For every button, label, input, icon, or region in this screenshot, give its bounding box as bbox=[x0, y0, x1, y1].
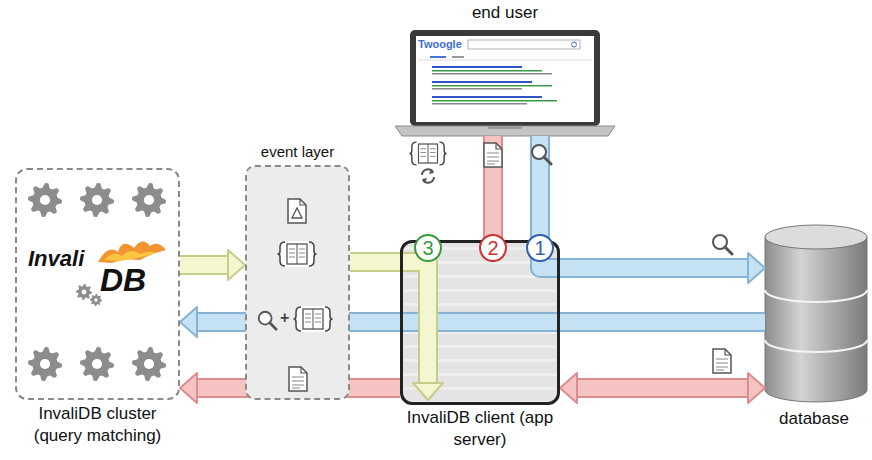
band-fill bbox=[575, 380, 750, 396]
node-outline bbox=[15, 168, 180, 400]
database-box: database bbox=[756, 222, 872, 440]
arrow-head bbox=[413, 383, 443, 400]
band-fill bbox=[180, 257, 230, 273]
gear bbox=[80, 183, 114, 217]
arrow-head bbox=[180, 307, 197, 337]
node-outline bbox=[765, 225, 868, 402]
band-fill bbox=[485, 136, 501, 240]
gear bbox=[132, 347, 166, 381]
screen-logo: Twoogle bbox=[418, 38, 462, 50]
band-outline bbox=[575, 378, 750, 398]
band-fill bbox=[350, 262, 428, 385]
band-fill bbox=[540, 136, 750, 268]
node-label: InvaliDB client (app server) bbox=[405, 407, 555, 451]
band-outline bbox=[180, 255, 230, 275]
node-outline bbox=[400, 240, 560, 405]
gear bbox=[28, 183, 62, 217]
gear-hole bbox=[144, 359, 154, 369]
gear bbox=[80, 347, 114, 381]
node-outline bbox=[245, 165, 350, 400]
arrow-head bbox=[748, 253, 765, 283]
arrow-head bbox=[748, 373, 765, 403]
band-outline bbox=[483, 136, 503, 240]
logo-flames bbox=[104, 251, 156, 261]
client-box: InvaliDB client (app server) bbox=[390, 238, 570, 453]
logo-text: DB bbox=[100, 262, 146, 299]
band-outline bbox=[540, 136, 750, 268]
end-user-laptop: end user bbox=[395, 0, 615, 137]
arrow-head bbox=[560, 373, 577, 403]
flow-arrow bbox=[560, 373, 765, 403]
gear-hole bbox=[144, 195, 154, 205]
logo-text: Invali bbox=[28, 246, 84, 272]
node-label: event layer bbox=[240, 141, 355, 163]
gear bbox=[28, 347, 62, 381]
gear bbox=[76, 284, 92, 300]
callout-number: 1 bbox=[526, 234, 554, 262]
database-cylinder bbox=[765, 225, 867, 402]
gear bbox=[132, 183, 166, 217]
callout-number: 3 bbox=[414, 234, 442, 262]
node-label: database bbox=[756, 408, 872, 430]
gear-hole bbox=[92, 195, 102, 205]
callout-number: 2 bbox=[479, 234, 507, 262]
gear-hole bbox=[40, 195, 50, 205]
logo-flames bbox=[98, 241, 166, 263]
laptop bbox=[395, 30, 615, 136]
gear-hole bbox=[94, 298, 98, 302]
gear-hole bbox=[82, 290, 87, 295]
flow-arrow bbox=[180, 250, 245, 280]
event-layer-box: event layer bbox=[240, 140, 355, 402]
gear-hole bbox=[40, 359, 50, 369]
gear-icons bbox=[28, 183, 166, 381]
plus-sign: + bbox=[280, 309, 289, 327]
flow-arrow bbox=[540, 136, 765, 283]
arrow-head bbox=[228, 250, 245, 280]
cluster-box: InvaliDB cluster (query matching) bbox=[10, 166, 185, 450]
arrow-head bbox=[180, 373, 197, 403]
event-layer-ground bbox=[246, 166, 349, 399]
node-label: end user bbox=[395, 2, 615, 24]
band-outline bbox=[350, 262, 428, 385]
gear-hole bbox=[92, 359, 102, 369]
node-label: InvaliDB cluster (query matching) bbox=[13, 403, 183, 447]
flow-arrow bbox=[350, 262, 443, 400]
